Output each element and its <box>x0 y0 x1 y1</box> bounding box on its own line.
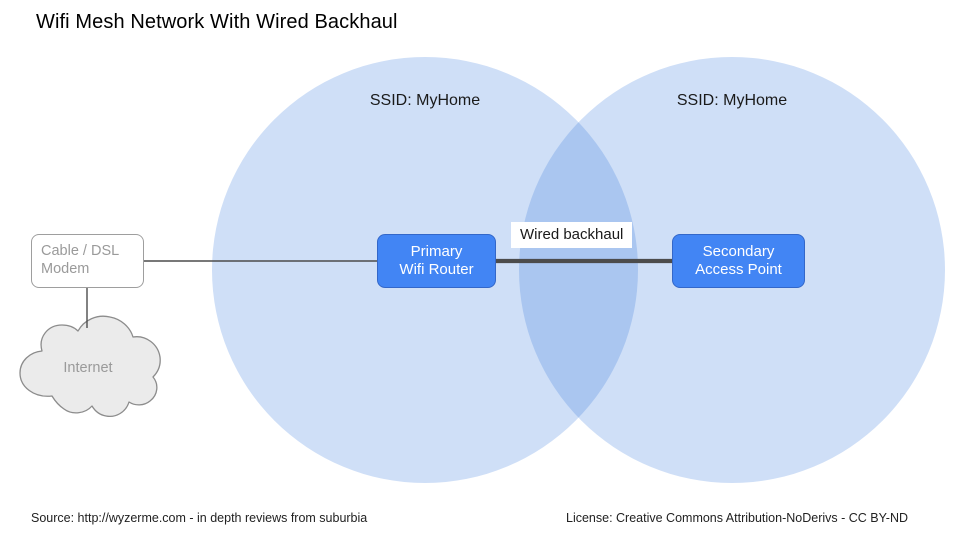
modem-label-line2: Modem <box>41 261 90 277</box>
page-title: Wifi Mesh Network With Wired Backhaul <box>36 11 398 33</box>
secondary-ap-label-line1: Secondary <box>702 242 775 260</box>
footer-source-text: Source: http://wyzerme.com - in depth re… <box>31 511 368 525</box>
node-primary-wifi-router[interactable]: Primary Wifi Router <box>377 234 496 288</box>
ssid-label-left: SSID: MyHome <box>369 92 481 109</box>
modem-label-line1: Cable / DSL <box>41 243 120 260</box>
primary-router-label-line1: Primary <box>410 242 463 260</box>
secondary-ap-label-line2: Access Point <box>695 261 782 278</box>
primary-router-label-line2: Wifi Router <box>399 261 474 278</box>
internet-cloud-icon <box>19 315 161 418</box>
internet-cloud-label: Internet <box>63 360 113 376</box>
footer-license-text: License: Creative Commons Attribution-No… <box>566 511 909 525</box>
ssid-label-right: SSID: MyHome <box>676 92 788 109</box>
node-cable-dsl-modem[interactable]: Cable / DSL Modem <box>31 234 144 288</box>
node-secondary-access-point[interactable]: Secondary Access Point <box>672 234 805 288</box>
wired-backhaul-label: Wired backhaul <box>511 222 633 248</box>
